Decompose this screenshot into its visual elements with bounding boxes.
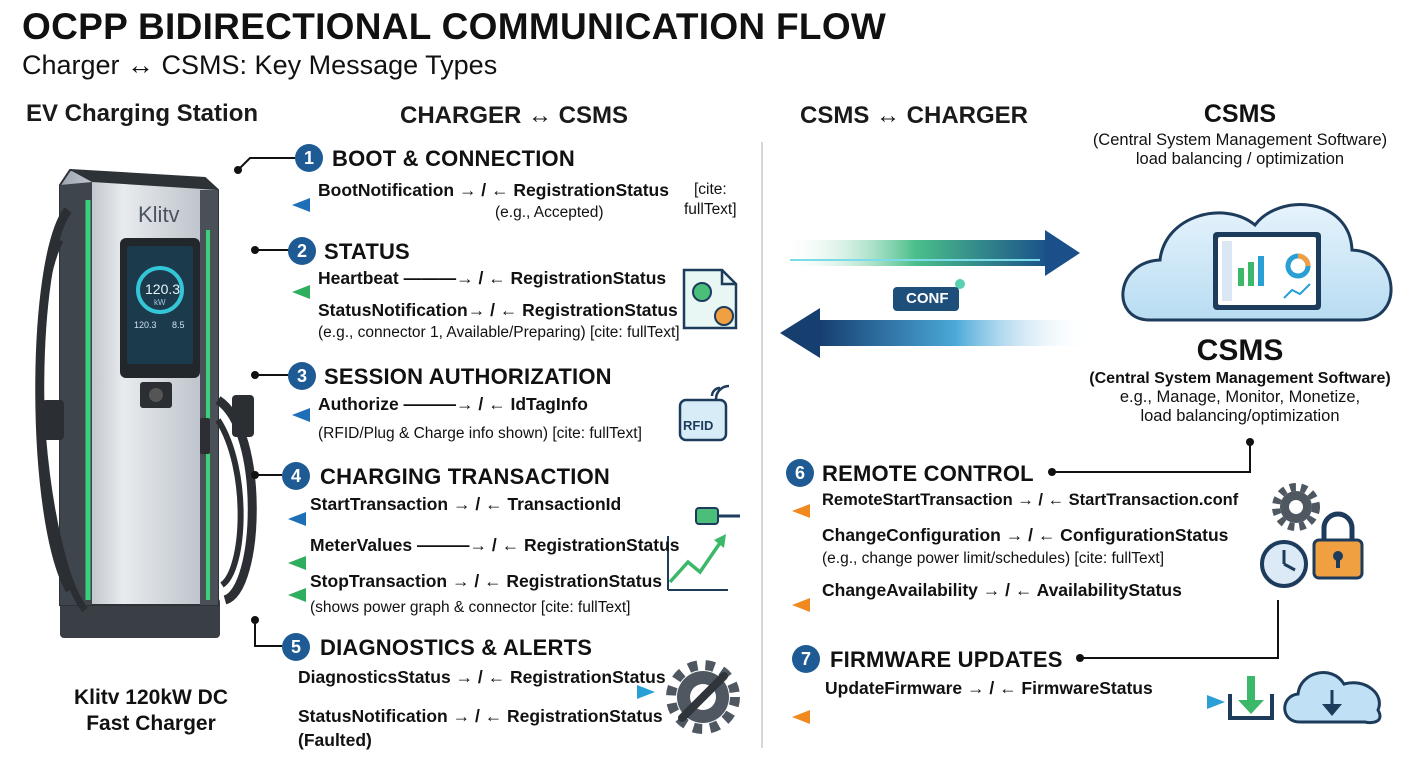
- section-6-number: 6: [786, 459, 814, 487]
- section-7-number: 7: [792, 645, 820, 673]
- status-notification-faulted-message: StatusNotification → / ← RegistrationSta…: [298, 706, 663, 726]
- csms-main-line2: e.g., Manage, Monitor, Monetize,: [1119, 388, 1361, 406]
- csms-main-line1: (Central System Management Software): [1089, 370, 1391, 387]
- charger-screen-value: 120.3: [145, 281, 181, 297]
- authorize-message: Authorize ———→ / ← IdTagInfo: [318, 394, 588, 414]
- section-3-title: SESSION AUTHORIZATION: [324, 364, 612, 389]
- center-flow-arrows: [780, 230, 1090, 358]
- charger-caption: Klitv 120kW DC Fast Charger: [56, 685, 246, 737]
- lock-icon: [1312, 511, 1364, 580]
- diagnostics-status-message: DiagnosticsStatus → / ← RegistrationStat…: [298, 667, 666, 687]
- csms-top-line1: (Central System Management Software): [1092, 131, 1388, 149]
- status-note: (e.g., connector 1, Available/Preparing)…: [318, 324, 680, 341]
- conf-label: CONF: [906, 290, 949, 307]
- csms-main-block: CSMS (Central System Management Software…: [1080, 334, 1400, 426]
- section-4-title: CHARGING TRANSACTION: [320, 464, 610, 489]
- section-7-title: FIRMWARE UPDATES: [830, 647, 1063, 672]
- remote-start-message: RemoteStartTransaction → / ← StartTransa…: [822, 491, 1239, 509]
- clock-icon: [1260, 540, 1308, 588]
- section-4-number: 4: [282, 462, 310, 490]
- section-2-title: STATUS: [324, 239, 410, 264]
- stop-transaction-message: StopTransaction → / ← RegistrationStatus: [310, 571, 662, 591]
- page-title: OCPP BIDIRECTIONAL COMMUNICATION FLOW: [22, 6, 887, 47]
- station-heading: EV Charging Station: [26, 100, 259, 127]
- charger-illustration: [35, 168, 257, 638]
- start-transaction-message: StartTransaction → / ← TransactionId: [310, 494, 622, 514]
- csms-main-title: CSMS: [1196, 334, 1284, 367]
- change-configuration-message: ChangeConfiguration → / ← ConfigurationS…: [822, 525, 1229, 545]
- page-subtitle: Charger ↔ CSMS: Key Message Types: [22, 50, 498, 80]
- section-1-title: BOOT & CONNECTION: [332, 146, 575, 171]
- section-1-number: 1: [295, 144, 323, 172]
- download-icon: [1228, 676, 1274, 720]
- gear-icon: [1272, 483, 1320, 531]
- boot-cite-line1: [cite:: [694, 181, 727, 198]
- status-notification-message: StatusNotification→ / ← RegistrationStat…: [318, 300, 678, 320]
- section-3-number: 3: [288, 362, 316, 390]
- csms-to-charger-heading: CSMS ↔ CHARGER: [800, 102, 1029, 129]
- charger-caption-line1: Klitv 120kW DC: [73, 686, 229, 709]
- boot-notification-message: BootNotification → / ← RegistrationStatu…: [318, 180, 669, 200]
- charger-brand: Klitv: [138, 202, 180, 227]
- change-availability-message: ChangeAvailability → / ← AvailabilitySta…: [822, 580, 1182, 600]
- boot-cite-line2: fullText]: [684, 201, 737, 218]
- csms-cloud-icon: [1121, 203, 1393, 322]
- cloud-download-icon: [1283, 671, 1382, 725]
- charger-screen-right: 8.5: [172, 320, 185, 330]
- faulted-label: (Faulted): [298, 730, 372, 750]
- csms-main-line3: load balancing/optimization: [1140, 407, 1340, 425]
- charger-screen-left: 120.3: [134, 320, 157, 330]
- remote-note: (e.g., change power limit/schedules) [ci…: [822, 550, 1165, 567]
- auth-note: (RFID/Plug & Charge info shown) [cite: f…: [318, 425, 642, 442]
- rfid-label: RFID: [683, 418, 714, 433]
- charger-caption-line2: Fast Charger: [86, 712, 216, 735]
- section-5-title: DIAGNOSTICS & ALERTS: [320, 635, 593, 660]
- section-5-number: 5: [282, 633, 310, 661]
- csms-top-title: CSMS: [1203, 100, 1277, 128]
- rfid-card-icon: [678, 384, 730, 442]
- csms-top-block: CSMS (Central System Management Software…: [1080, 100, 1400, 169]
- power-graph-icon: [667, 507, 740, 591]
- charger-screen-unit: kW: [154, 298, 166, 307]
- section-2-number: 2: [288, 237, 316, 265]
- status-document-icon: [682, 268, 738, 330]
- transaction-note: (shows power graph & connector [cite: fu…: [310, 599, 631, 616]
- csms-top-line2: load balancing / optimization: [1135, 150, 1345, 168]
- right-arrows: [792, 438, 1279, 724]
- update-firmware-message: UpdateFirmware → / ← FirmwareStatus: [825, 678, 1153, 698]
- meter-values-message: MeterValues ———→ / ← RegistrationStatus: [310, 535, 680, 555]
- gear-wrench-icon: [666, 660, 740, 734]
- boot-note: (e.g., Accepted): [495, 204, 604, 221]
- section-6-title: REMOTE CONTROL: [822, 461, 1034, 486]
- heartbeat-message: Heartbeat ———→ / ← RegistrationStatus: [318, 268, 667, 288]
- charger-to-csms-heading: CHARGER ↔ CSMS: [400, 102, 629, 129]
- left-arrows: [234, 157, 665, 699]
